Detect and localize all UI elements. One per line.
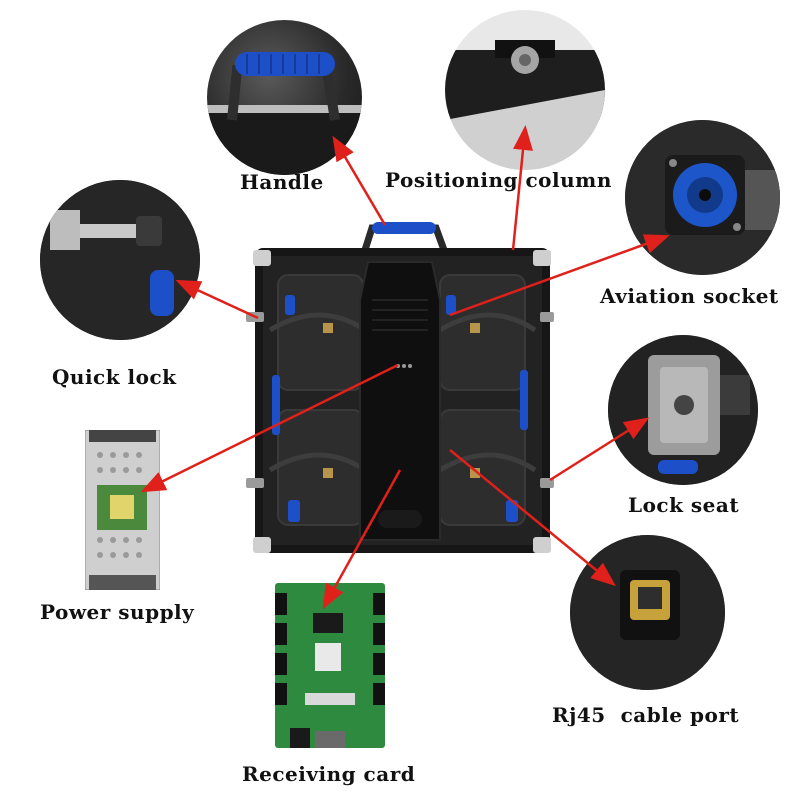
label-lock-seat: Lock seat — [628, 493, 740, 517]
label-handle: Handle — [240, 170, 324, 194]
arrow-aviation-socket — [449, 234, 670, 317]
label-aviation-socket: Aviation socket — [600, 284, 779, 308]
arrow-handle — [332, 135, 387, 226]
lock-seat-detail-image — [608, 335, 758, 485]
label-rj45-port: Rj45 cable port — [552, 703, 740, 727]
quick-lock-detail-image — [40, 180, 200, 340]
arrow-lock-seat — [549, 417, 650, 482]
power-supply-image — [85, 430, 160, 590]
arrow-receiving-card — [322, 469, 402, 610]
arrow-quick-lock — [175, 279, 259, 320]
cabinet-handle — [361, 222, 448, 252]
arrow-rj45-port — [449, 449, 616, 587]
label-power-supply: Power supply — [40, 600, 195, 624]
label-quick-lock: Quick lock — [52, 365, 177, 389]
label-positioning-column: Positioning column — [385, 168, 612, 192]
arrow-power-supply — [140, 363, 399, 493]
label-receiving-card: Receiving card — [242, 762, 416, 786]
rj45-port-detail-image — [570, 535, 725, 690]
receiving-card-image — [275, 583, 385, 748]
arrow-positioning-column — [511, 125, 533, 251]
